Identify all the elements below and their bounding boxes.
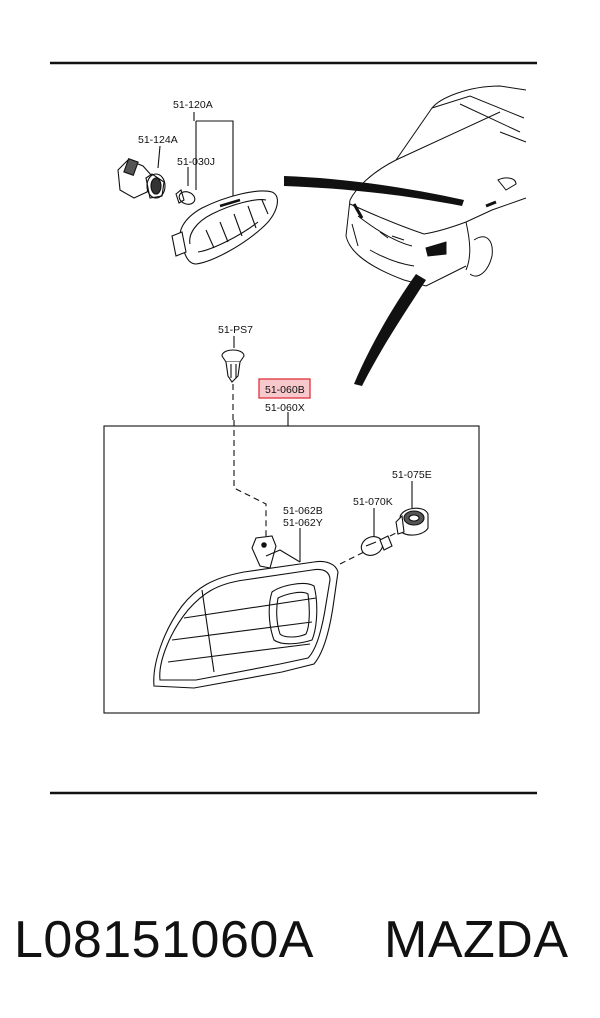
brand-caption: MAZDA xyxy=(384,911,569,969)
label-clip: 51-PS7 xyxy=(218,324,253,336)
clip-part xyxy=(221,336,245,420)
pointer-arrow-upper xyxy=(284,176,464,206)
label-side-bulb: 51-030J xyxy=(177,156,215,168)
label-highlighted-part: 51-060B xyxy=(265,384,305,396)
label-bulb-socket: 51-075E xyxy=(392,469,432,481)
part-number-caption: L08151060A xyxy=(14,911,314,969)
pointer-arrow-lower xyxy=(354,274,426,386)
label-bulb: 51-070K xyxy=(353,496,393,508)
label-bulb-socket-assembly: 51-120A xyxy=(173,99,213,111)
side-marker-group xyxy=(117,112,278,265)
label-lens-r: 51-062B xyxy=(283,505,323,517)
highlighted-part-box xyxy=(258,378,311,399)
label-lens-y: 51-062Y xyxy=(283,517,323,529)
lamp-assembly-box xyxy=(103,412,480,714)
label-socket: 51-124A xyxy=(138,134,178,146)
label-lamp-assembly: 51-060X xyxy=(265,402,305,414)
